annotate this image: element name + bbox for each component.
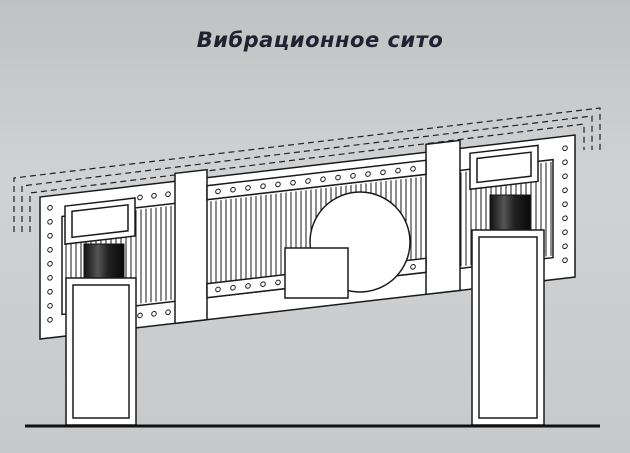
- rivet: [335, 174, 341, 181]
- rivet: [275, 181, 281, 188]
- right-spring: [489, 194, 531, 232]
- rivet: [165, 191, 171, 198]
- rivet: [350, 172, 356, 179]
- rivet: [562, 159, 568, 166]
- rivet: [215, 188, 221, 195]
- rivet: [562, 243, 568, 250]
- rivet: [47, 205, 53, 211]
- rivet: [320, 176, 326, 183]
- rivet: [562, 173, 568, 180]
- rivet: [47, 261, 53, 267]
- rivet: [365, 171, 371, 177]
- screen-frame: [39, 134, 576, 340]
- cross-beam-right: [425, 139, 461, 296]
- rivet: [260, 281, 266, 288]
- rivet: [275, 279, 281, 286]
- rivet: [137, 312, 143, 319]
- rivet: [230, 186, 236, 193]
- rivet: [47, 317, 53, 323]
- rivet: [151, 192, 157, 199]
- rivet: [47, 303, 53, 309]
- rivet: [395, 167, 401, 174]
- rivet: [290, 179, 296, 186]
- rivet: [562, 229, 568, 236]
- rivet: [245, 185, 251, 191]
- rivet: [260, 183, 266, 190]
- rivet: [137, 194, 143, 201]
- right-support: [471, 229, 545, 426]
- rivet: [245, 283, 251, 289]
- rivet: [47, 233, 53, 239]
- rivet: [305, 178, 311, 184]
- rivet: [410, 166, 416, 172]
- rivet: [47, 247, 53, 253]
- diagram-title: Вибрационное сито: [196, 28, 444, 52]
- rivet: [410, 264, 416, 270]
- rivet: [165, 309, 171, 316]
- left-support: [65, 277, 137, 426]
- rivet: [47, 219, 53, 225]
- motor-housing: [284, 247, 349, 299]
- rivet: [562, 257, 568, 264]
- rivet: [151, 310, 157, 317]
- rivet: [562, 187, 568, 194]
- rivet: [215, 286, 221, 293]
- rivet: [47, 275, 53, 281]
- rivet: [47, 289, 53, 295]
- rivet: [562, 215, 568, 222]
- cross-beam-left: [174, 168, 208, 325]
- left-spring: [83, 243, 125, 281]
- rivet: [380, 169, 386, 176]
- rivet: [562, 145, 568, 152]
- rivet: [562, 201, 568, 208]
- vibration-outline: [13, 107, 601, 232]
- rivet: [230, 284, 236, 291]
